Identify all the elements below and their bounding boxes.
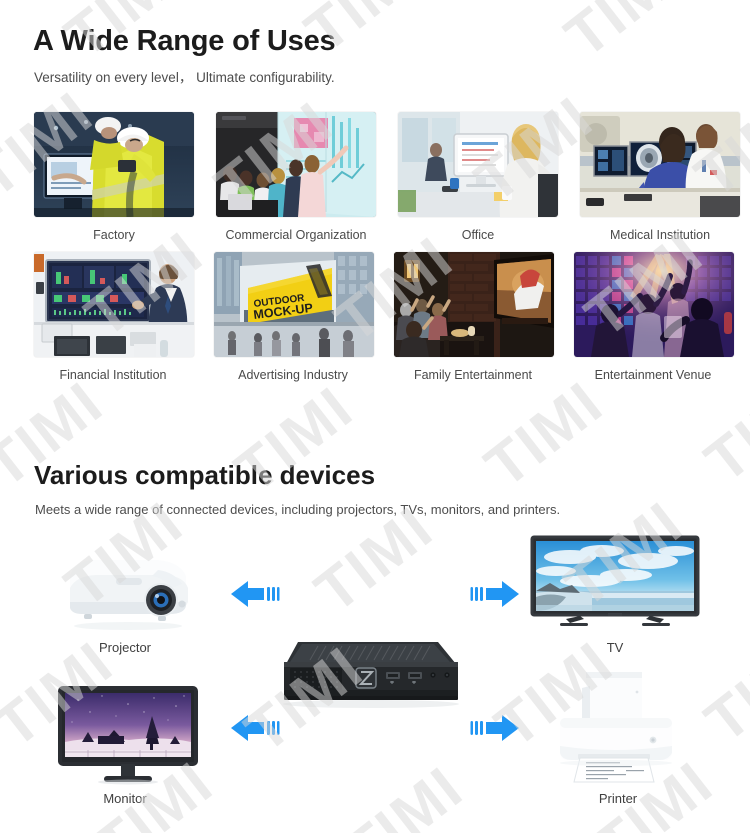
use-case-caption: Financial Institution xyxy=(59,368,167,382)
use-case-caption: Entertainment Venue xyxy=(594,368,712,382)
printer-icon xyxy=(560,672,672,783)
devices-title: Various compatible devices xyxy=(34,460,376,490)
family-entertainment-thumbnail[interactable] xyxy=(394,252,554,357)
device-printer[interactable] xyxy=(556,668,681,786)
projector-icon xyxy=(70,560,188,630)
use-case-item-medical-institution[interactable]: Medical Institution xyxy=(580,112,740,242)
device-monitor[interactable] xyxy=(58,686,198,786)
arrow-to-projector xyxy=(228,574,280,619)
use-case-grid: Factory xyxy=(0,112,750,392)
watermark-text: TIMI xyxy=(552,0,696,71)
arrow-right-icon xyxy=(470,581,519,607)
use-case-row: Financial Institution xyxy=(0,252,750,382)
device-tv[interactable] xyxy=(530,535,700,630)
use-case-caption: Factory xyxy=(93,228,135,242)
device-label-printer: Printer xyxy=(598,791,638,806)
arrow-to-tv xyxy=(470,574,522,619)
use-case-caption: Medical Institution xyxy=(609,228,711,242)
use-case-caption: Office xyxy=(461,228,495,242)
use-case-item-family-entertainment[interactable]: Family Entertainment xyxy=(394,252,554,382)
arrow-left-icon xyxy=(231,581,280,607)
advertising-industry-thumbnail[interactable]: OUTDOOR MOCK-UP xyxy=(214,252,374,357)
device-label-monitor: Monitor xyxy=(103,791,147,806)
device-label-projector: Projector xyxy=(98,640,152,655)
monitor-icon xyxy=(58,686,198,785)
use-case-item-factory[interactable]: Factory xyxy=(34,112,194,242)
medical-institution-thumbnail[interactable] xyxy=(580,112,740,217)
device-projector[interactable] xyxy=(58,542,198,634)
arrow-left-icon xyxy=(231,715,280,741)
entertainment-venue-thumbnail[interactable] xyxy=(574,252,734,357)
use-case-item-office[interactable]: Office xyxy=(398,112,558,242)
tv-icon xyxy=(530,535,700,626)
device-mini-pc[interactable] xyxy=(278,628,464,710)
commercial-organization-thumbnail[interactable] xyxy=(216,112,376,217)
device-label-tv: TV xyxy=(606,640,624,655)
use-case-caption: Advertising Industry xyxy=(238,368,348,382)
factory-thumbnail[interactable] xyxy=(34,112,194,217)
financial-institution-thumbnail[interactable] xyxy=(34,252,194,357)
office-thumbnail[interactable] xyxy=(398,112,558,217)
use-case-caption: Family Entertainment xyxy=(413,368,533,382)
page-title: A Wide Range of Uses xyxy=(33,25,336,57)
arrow-right-icon xyxy=(470,715,519,741)
use-case-caption: Commercial Organization xyxy=(225,228,367,242)
devices-subtitle: Meets a wide range of connected devices,… xyxy=(35,502,561,517)
watermark-text: TIMI xyxy=(332,753,476,833)
use-case-row: Factory xyxy=(0,112,750,242)
arrow-to-printer xyxy=(470,708,522,753)
mini-pc-icon xyxy=(283,642,459,708)
watermark-text: TIMI xyxy=(692,623,750,756)
arrow-to-monitor xyxy=(228,708,280,753)
use-case-item-entertainment-venue[interactable]: Entertainment Venue xyxy=(574,252,734,382)
use-case-item-commercial-organization[interactable]: Commercial Organization xyxy=(216,112,376,242)
use-case-item-financial-institution[interactable]: Financial Institution xyxy=(34,252,194,382)
page-subtitle: Versatility on every level， Ultimate con… xyxy=(34,70,335,85)
use-case-item-advertising-industry[interactable]: OUTDOOR MOCK-UP xyxy=(214,252,374,382)
